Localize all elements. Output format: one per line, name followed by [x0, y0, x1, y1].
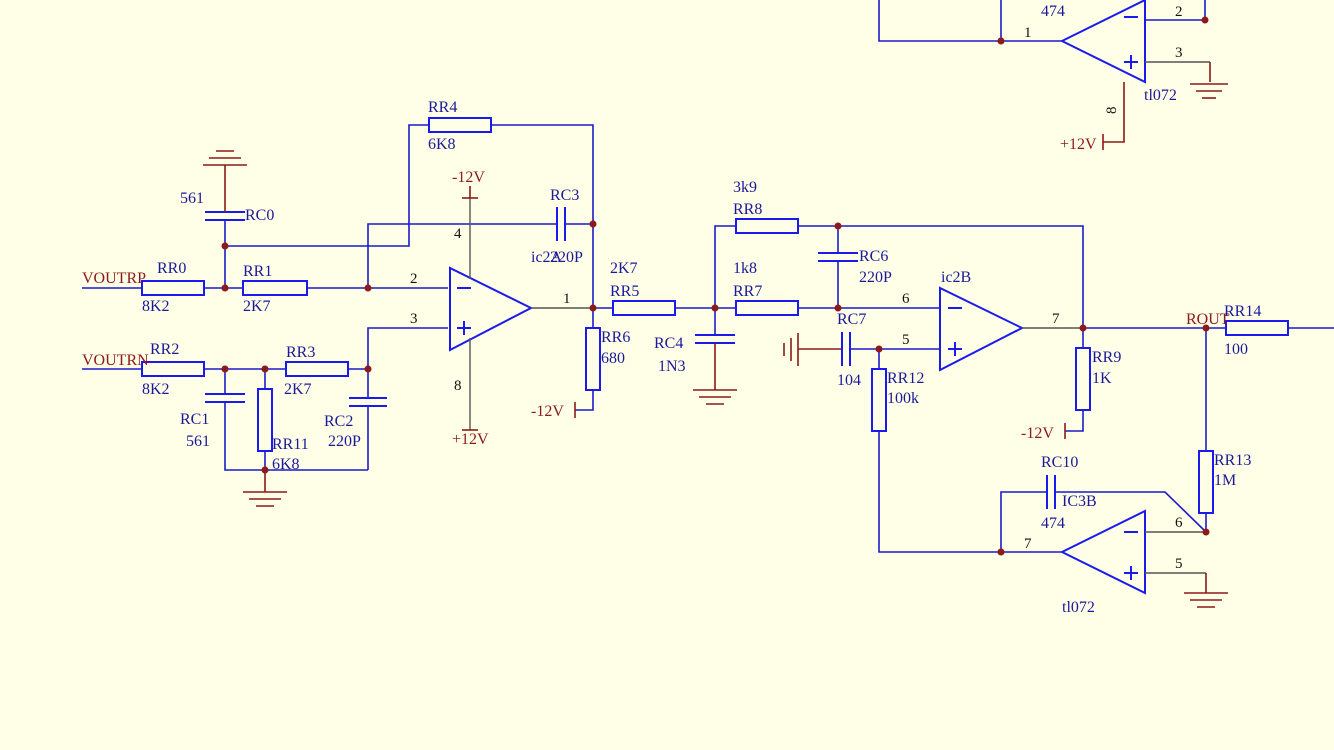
ic2a-pin-inv: 2	[410, 271, 418, 287]
rr7-ref: RR7	[733, 283, 762, 300]
ic3b-ref: IC3B	[1062, 493, 1097, 510]
ic2a-pos-supply: +12V	[452, 431, 489, 448]
rr4-ref: RR4	[428, 99, 457, 116]
rr4-body	[428, 117, 492, 133]
rr14-body	[1225, 320, 1289, 336]
rr9-value: 1K	[1092, 370, 1112, 387]
rc7-value: 104	[837, 372, 861, 389]
top-cap-value: 474	[1041, 3, 1065, 20]
rr13-ref: RR13	[1214, 452, 1251, 469]
rr5-value: 2K7	[610, 260, 638, 277]
rr5-ref: RR5	[610, 283, 639, 300]
rc4-ref: RC4	[654, 335, 683, 352]
rc10-ref: RC10	[1041, 454, 1078, 471]
ic2b-pin-noninv: 5	[902, 332, 910, 348]
rc3-ref: RC3	[550, 187, 579, 204]
net-voutrp: VOUTRP	[82, 270, 146, 287]
rr9-ref: RR9	[1092, 349, 1121, 366]
rc10-value: 474	[1041, 515, 1065, 532]
ic2b-opamp: ic2B 6 5 7	[902, 269, 1226, 372]
rr3-value: 2K7	[284, 381, 312, 398]
rr4-value: 6K8	[428, 136, 456, 153]
rc6-ref: RC6	[859, 248, 888, 265]
rr8-body	[735, 218, 799, 234]
rr0-value: 8K2	[142, 298, 170, 315]
top-opamp: 474 1 2 3 8 tl072 +12V	[878, 0, 1228, 153]
rr12-body	[871, 368, 887, 432]
ic2b-pin-inv: 6	[902, 291, 910, 307]
rc3-value: 220P	[550, 249, 583, 266]
rr5-body	[612, 300, 676, 316]
rr14-value: 100	[1224, 341, 1248, 358]
ic2a-neg-supply: -12V	[452, 169, 485, 186]
top-opamp-pin-out: 1	[1024, 25, 1032, 41]
rc7-ref: RC7	[837, 311, 866, 328]
rc6-value: 220P	[859, 269, 892, 286]
rr13-body	[1198, 450, 1214, 514]
rc0-value: 561	[180, 190, 204, 207]
rc2-ref: RC2	[324, 413, 353, 430]
rc4-value: 1N3	[658, 358, 686, 375]
rc1-ref: RC1	[180, 411, 209, 428]
rr2-value: 8K2	[142, 381, 170, 398]
rr1-ref: RR1	[243, 263, 272, 280]
net-rout: ROUT	[1186, 311, 1230, 328]
rc1-value: 561	[186, 433, 210, 450]
input-network: VOUTRP RR0 8K2 RR1 2K7 561 RC0 RR4 6K8 R…	[82, 99, 597, 507]
rr6-body	[585, 327, 601, 391]
rr9-neg-supply: -12V	[1021, 425, 1054, 442]
ic2a-pin-noninv: 3	[410, 311, 418, 327]
ic2a-pin-vpos: 8	[454, 378, 462, 394]
output-section: RR9 1K -12V ROUT RR14 100 RR13 1M RC10 4…	[997, 303, 1334, 616]
rr3-body	[285, 361, 349, 377]
rr2-ref: RR2	[150, 341, 179, 358]
rr6-neg-supply: -12V	[531, 403, 564, 420]
middle-stage: 2K7 RR5 RR6 680 -12V RC4 1N3 3k9 RR8 1k8…	[531, 179, 1084, 553]
rr8-ref: RR8	[733, 201, 762, 218]
rr1-value: 2K7	[243, 298, 271, 315]
net-voutrn: VOUTRN	[82, 352, 149, 369]
rr8-value: 3k9	[733, 179, 757, 196]
ic2b-ref: ic2B	[941, 269, 971, 286]
rr13-value: 1M	[1214, 472, 1236, 489]
ic3b-pin-inv: 6	[1175, 515, 1183, 531]
ic2a-pin-vneg: 4	[454, 226, 462, 242]
rr14-ref: RR14	[1224, 303, 1261, 320]
rr11-body	[257, 388, 273, 452]
rc0-ref: RC0	[245, 207, 274, 224]
ic2a-pin-out: 1	[563, 291, 571, 307]
ic2a-ref: ic2A	[531, 249, 563, 266]
rr2-body	[141, 361, 205, 377]
rr12-value: 100k	[887, 390, 919, 407]
rr9-body	[1075, 347, 1091, 411]
rr1-body	[242, 280, 308, 296]
rr11-ref: RR11	[272, 436, 309, 453]
rr7-body	[735, 300, 799, 316]
rr0-body	[141, 280, 205, 296]
top-opamp-pin-noninv: 3	[1175, 45, 1183, 61]
rr6-ref: RR6	[601, 329, 630, 346]
rr12-ref: RR12	[887, 370, 924, 387]
ic3b-pin-out: 7	[1024, 536, 1032, 552]
ic2a-opamp: -12V +12V 2 3 1 4 8	[410, 169, 593, 448]
ic2b-pin-out: 7	[1052, 311, 1060, 327]
top-opamp-pin-vpos: 8	[1104, 107, 1120, 115]
rc2-value: 220P	[328, 433, 361, 450]
ic3b-part: tl072	[1062, 599, 1095, 616]
ic3b-pin-noninv: 5	[1175, 556, 1183, 572]
top-opamp-part: tl072	[1144, 87, 1177, 104]
rr7-value: 1k8	[733, 260, 757, 277]
rr0-ref: RR0	[157, 260, 186, 277]
rr11-value: 6K8	[272, 456, 300, 473]
rr6-value: 680	[601, 350, 625, 367]
top-pos-supply-label: +12V	[1060, 136, 1097, 153]
rr3-ref: RR3	[286, 344, 315, 361]
top-opamp-pin-inv: 2	[1175, 4, 1183, 20]
